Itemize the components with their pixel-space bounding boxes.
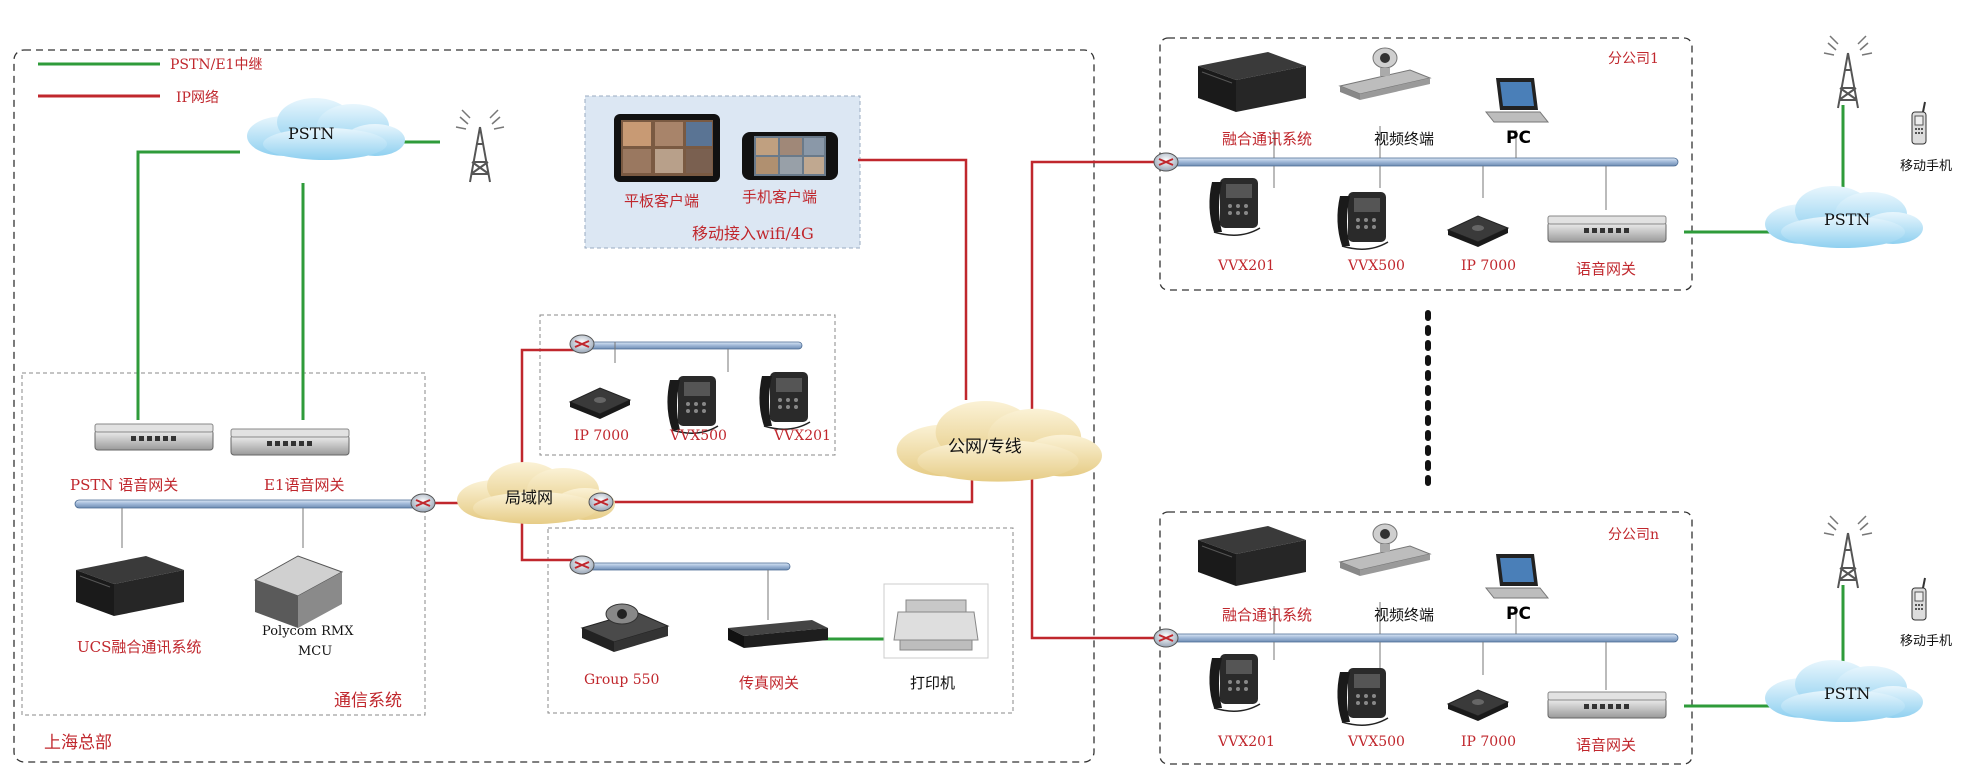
comm-system-label: 通信系统 <box>334 691 402 711</box>
pstn-gateway-label: PSTN 语音网关 <box>70 476 179 494</box>
branchn-mobile-label: 移动手机 <box>1900 634 1953 649</box>
branch1-mobile-phone-icon <box>1911 101 1927 145</box>
tablet-device <box>614 114 720 182</box>
branch1-frame <box>1159 37 1693 291</box>
branchn-video-label: 视频终端 <box>1374 606 1435 624</box>
router-icon <box>410 493 436 513</box>
hq-pstn-cloud-label: PSTN <box>288 124 335 143</box>
branch1-gateway-label: 语音网关 <box>1576 260 1637 278</box>
branchn-frame <box>1159 511 1693 765</box>
fax-gateway-device <box>728 620 828 648</box>
legend <box>38 62 160 98</box>
router-icon <box>569 334 595 354</box>
hq-vvx500-label: VVX500 <box>670 428 727 444</box>
branchn-pc-label: PC <box>1506 604 1531 624</box>
vvx201-phone <box>758 371 811 430</box>
pstn-links <box>136 105 1845 708</box>
e1-gateway-device <box>230 428 350 456</box>
branch1-name-label: 分公司1 <box>1608 51 1659 67</box>
branch1-bus <box>1169 157 1679 167</box>
ucs-label: UCS融合通讯系统 <box>77 638 202 656</box>
printer-device <box>883 583 989 659</box>
router-icon <box>569 555 595 575</box>
router-icon <box>1153 152 1179 172</box>
branchn-ip7000-phone <box>1447 689 1509 722</box>
legend-ip-label: IP网络 <box>176 90 219 106</box>
phones-frame <box>539 314 836 456</box>
hq-bus <box>74 499 424 509</box>
branchn-video-device <box>1339 523 1431 577</box>
legend-pstn-label: PSTN/E1中继 <box>170 57 263 73</box>
tower-icon <box>455 109 505 183</box>
branchn-vvx201-label: VVX201 <box>1218 734 1275 750</box>
phone-client-device <box>742 132 838 180</box>
branchn-vvx500-label: VVX500 <box>1348 734 1405 750</box>
tower-icon <box>1823 515 1873 589</box>
group550-device <box>580 603 670 652</box>
rmx-label: Polycom RMX <box>262 624 354 639</box>
ucs-server-device <box>75 555 185 617</box>
branch1-pc-label: PC <box>1506 128 1531 148</box>
tablet-client-label: 平板客户端 <box>624 192 700 210</box>
branch1-vvx201-label: VVX201 <box>1218 258 1275 274</box>
e1-gateway-label: E1语音网关 <box>264 476 345 494</box>
branch1-ip7000-phone <box>1447 215 1509 248</box>
pstn-gateway-device <box>94 423 214 451</box>
wan-cloud-label: 公网/专线 <box>948 437 1022 457</box>
branch1-gateway-device <box>1547 215 1667 243</box>
router-icon <box>588 492 614 512</box>
hq-ip7000-label: IP 7000 <box>574 428 630 444</box>
branch1-mobile-label: 移动手机 <box>1900 159 1953 174</box>
branch1-ucs-device <box>1197 51 1307 113</box>
printer-label: 打印机 <box>910 674 956 692</box>
branch1-vvx500-phone <box>1336 191 1389 250</box>
branch1-pstn-label: PSTN <box>1824 210 1871 229</box>
branch1-video-label: 视频终端 <box>1374 130 1435 148</box>
branchn-gateway-device <box>1547 691 1667 719</box>
branchn-pc-device <box>1485 553 1549 599</box>
branch1-vvx201-phone <box>1208 177 1261 236</box>
branchn-bus <box>1169 633 1679 643</box>
vvx500-phone <box>666 375 719 434</box>
branch1-vvx500-label: VVX500 <box>1348 258 1405 274</box>
branchn-vvx500-phone <box>1336 667 1389 726</box>
rmx-mcu-device <box>253 555 344 628</box>
group550-label: Group 550 <box>584 672 660 688</box>
comm-system-frame <box>21 372 426 716</box>
branch1-ucs-label: 融合通讯系统 <box>1222 130 1313 148</box>
room-frame <box>547 527 1014 714</box>
branchn-ucs-label: 融合通讯系统 <box>1222 606 1313 624</box>
hq-vvx201-label: VVX201 <box>774 428 831 444</box>
branchn-mobile-phone-icon <box>1911 577 1927 621</box>
fax-gateway-label: 传真网关 <box>739 674 800 692</box>
room-bus <box>581 562 791 571</box>
ip7000-conference-phone <box>569 387 631 420</box>
mobile-access-label: 移动接入wifi/4G <box>692 224 814 243</box>
bus-drops <box>121 126 1607 690</box>
branchn-gateway-label: 语音网关 <box>1576 736 1637 754</box>
branchn-ucs-device <box>1197 525 1307 587</box>
phone-client-label: 手机客户端 <box>742 188 818 206</box>
branchn-name-label: 分公司n <box>1608 527 1660 543</box>
router-icon <box>1153 628 1179 648</box>
branchn-vvx201-phone <box>1208 653 1261 712</box>
branch1-ip7000-label: IP 7000 <box>1461 258 1517 274</box>
branch1-video-device <box>1339 47 1431 101</box>
hq-name-label: 上海总部 <box>44 733 112 753</box>
branchn-ip7000-label: IP 7000 <box>1461 734 1517 750</box>
tower-icon <box>1823 35 1873 109</box>
branchn-pstn-label: PSTN <box>1824 684 1871 703</box>
mcu-label: MCU <box>298 644 333 659</box>
branch1-pc-device <box>1485 77 1549 123</box>
lan-cloud-label: 局域网 <box>505 488 554 507</box>
hq-frame <box>13 49 1095 763</box>
